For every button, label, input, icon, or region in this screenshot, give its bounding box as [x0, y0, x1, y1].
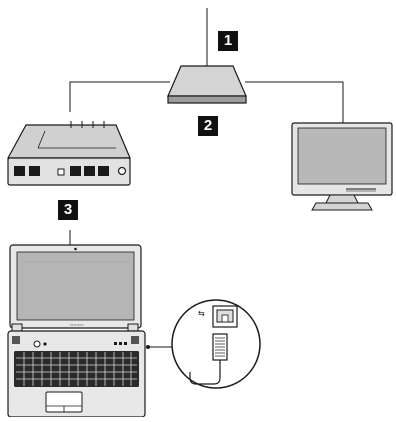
- ethernet-plug-icon: [189, 333, 228, 385]
- callout-label-1: 1: [218, 31, 238, 51]
- svg-text:⇆: ⇆: [198, 309, 205, 318]
- cable-to-modem: [69, 81, 170, 112]
- callout-label-2: 2: [198, 116, 218, 136]
- network-port-icon: ⇆: [198, 305, 238, 328]
- monitor-icon: [291, 122, 393, 211]
- cable-to-monitor: [245, 81, 344, 123]
- network-switch-icon: [6, 121, 131, 186]
- network-hub-icon: [167, 65, 247, 104]
- network-cables: [69, 8, 344, 245]
- laptop-icon: [7, 244, 150, 418]
- laptop-brand-label: lenovo: [70, 322, 84, 327]
- callout-label-3: 3: [58, 200, 78, 220]
